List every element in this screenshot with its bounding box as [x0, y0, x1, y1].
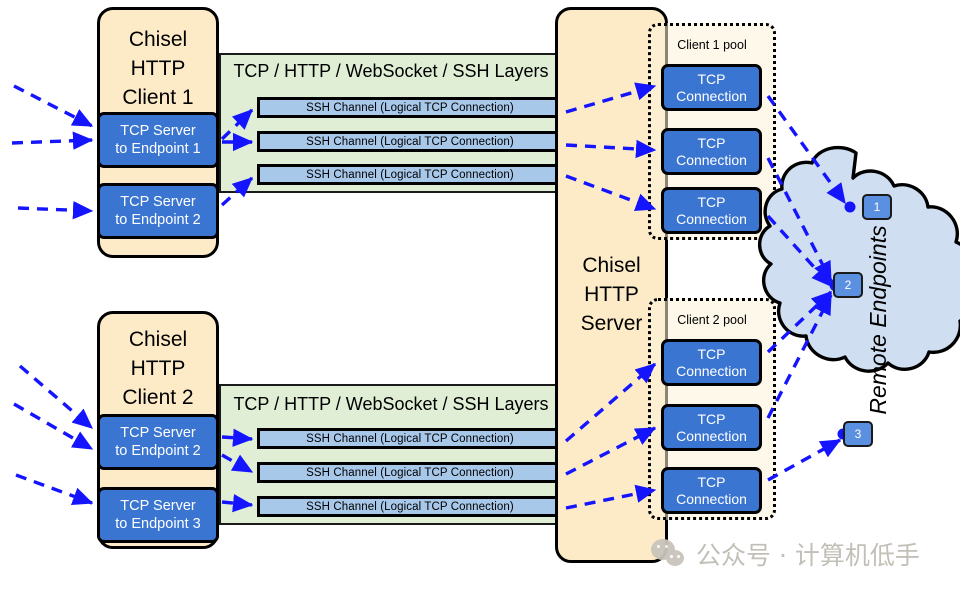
client-1-pool-tcp-connection-3[interactable]: TCP Connection	[661, 187, 762, 234]
client-2-title-line-2: HTTP	[130, 357, 186, 380]
tcp-server-line-1: TCP Server	[120, 123, 196, 139]
client-1-title-line-1: Chisel	[128, 28, 188, 51]
ssh-channel-label: SSH Channel (Logical TCP Connection)	[306, 168, 514, 181]
tcp-connection-line-1: TCP	[697, 70, 726, 87]
tcp-connection-line-2: Connection	[676, 427, 747, 444]
client-2-layer-title: TCP / HTTP / WebSocket / SSH Layers	[233, 394, 549, 414]
tcp-server-line-2: to Endpoint 2	[115, 443, 201, 459]
tcp-connection-line-2: Connection	[676, 210, 747, 227]
client-1-tcp-server-endpoint-1[interactable]: TCP Server to Endpoint 1	[97, 112, 219, 168]
arrow-pool2c3-to-endpoint3	[767, 438, 842, 482]
ssh-channel-label: SSH Channel (Logical TCP Connection)	[306, 466, 514, 479]
arrow-ssh1-to-pool1c1	[565, 82, 657, 114]
arrow-pool1c2-to-endpoint2	[766, 157, 833, 283]
server-title-line-2: HTTP	[584, 283, 639, 306]
tcp-server-line-2: to Endpoint 3	[115, 516, 201, 532]
tcp-connection-line-1: TCP	[697, 345, 726, 362]
remote-endpoint-2[interactable]: 2	[833, 272, 863, 298]
client-1-layer-title: TCP / HTTP / WebSocket / SSH Layers	[233, 61, 549, 81]
client-1-ssh-channel-3[interactable]: SSH Channel (Logical TCP Connection)	[257, 164, 563, 185]
arrow-inbound-c1-s1-b	[11, 131, 94, 150]
arrow-pool2c2-to-endpoint2	[766, 293, 833, 419]
arrow-inbound-c2-s2	[15, 473, 94, 506]
tcp-connection-line-2: Connection	[676, 490, 747, 507]
arrow-ssh3-to-pool2c3	[565, 484, 657, 510]
ssh-channel-label: SSH Channel (Logical TCP Connection)	[306, 135, 514, 148]
chisel-http-server-title: Chisel HTTP Server	[555, 251, 668, 338]
arrow-c1s1-to-ssh1	[220, 108, 254, 141]
ssh-channel-label: SSH Channel (Logical TCP Connection)	[306, 500, 514, 513]
ssh-channel-label: SSH Channel (Logical TCP Connection)	[306, 432, 514, 445]
client-1-ssh-channel-2[interactable]: SSH Channel (Logical TCP Connection)	[257, 131, 563, 152]
remote-endpoint-1[interactable]: 1	[862, 194, 892, 220]
client-1-title-line-3: Client 1	[122, 86, 194, 109]
arrow-inbound-c2-s1-b	[13, 402, 94, 451]
arrow-ssh1-to-pool2c1	[564, 362, 657, 443]
client-2-pool-tcp-connection-2[interactable]: TCP Connection	[661, 404, 762, 451]
remote-endpoints-cloud: Remote Endpoints	[757, 145, 960, 415]
tcp-server-line-1: TCP Server	[120, 498, 196, 514]
endpoint-1-anchor-dot	[844, 201, 856, 213]
tcp-server-line-1: TCP Server	[120, 425, 196, 441]
chisel-http-client-2-title: Chisel HTTP Client 2	[97, 325, 219, 412]
server-title-line-1: Chisel	[582, 254, 641, 277]
arrow-inbound-c1-s2	[17, 201, 94, 220]
tcp-connection-line-2: Connection	[676, 151, 747, 168]
client-2-pool-label: Client 2 pool	[677, 313, 747, 327]
endpoint-id: 1	[873, 200, 881, 214]
tcp-connection-line-2: Connection	[676, 87, 747, 104]
client-2-ssh-channel-2[interactable]: SSH Channel (Logical TCP Connection)	[257, 462, 563, 483]
arrow-ssh2-to-pool2c2	[565, 426, 657, 476]
tcp-connection-line-1: TCP	[697, 134, 726, 151]
client-1-pool-tcp-connection-1[interactable]: TCP Connection	[661, 64, 762, 111]
tcp-connection-line-1: TCP	[697, 193, 726, 210]
client-2-pool-tcp-connection-3[interactable]: TCP Connection	[661, 467, 762, 514]
client-1-pool-tcp-connection-2[interactable]: TCP Connection	[661, 128, 762, 175]
server-title-line-3: Server	[580, 312, 643, 335]
client-2-tcp-server-endpoint-3[interactable]: TCP Server to Endpoint 3	[97, 487, 219, 543]
arrow-ssh3-to-pool1c3	[565, 174, 657, 211]
arrow-c2s1-to-ssh2	[221, 453, 254, 474]
arrow-inbound-c1-s1-a	[13, 84, 94, 128]
tcp-server-line-2: to Endpoint 1	[115, 141, 201, 157]
arrow-pool1c3-to-endpoint2	[766, 214, 833, 288]
tcp-server-line-1: TCP Server	[120, 194, 196, 210]
tcp-connection-line-1: TCP	[697, 473, 726, 490]
tcp-server-line-2: to Endpoint 2	[115, 212, 201, 228]
client-2-tcp-server-endpoint-2[interactable]: TCP Server to Endpoint 2	[97, 414, 219, 470]
client-1-tcp-server-endpoint-2[interactable]: TCP Server to Endpoint 2	[97, 183, 219, 239]
watermark-text: 公众号 · 计算机低手	[696, 541, 920, 570]
endpoint-id: 3	[854, 427, 862, 441]
client-2-title-line-1: Chisel	[128, 328, 188, 351]
flow-arrows	[11, 82, 847, 513]
arrow-pool2c1-to-endpoint2	[766, 290, 833, 354]
arrow-c2s1-to-ssh1	[221, 428, 254, 447]
remote-endpoint-3[interactable]: 3	[843, 421, 873, 447]
watermark: 公众号 · 计算机低手	[651, 536, 920, 572]
wechat-icon	[651, 539, 685, 569]
cloud-label: Remote Endpoints	[865, 225, 891, 415]
chisel-http-client-1-title: Chisel HTTP Client 1	[97, 25, 219, 112]
arrow-pool1c1-to-endpoint1	[766, 95, 847, 205]
ssh-channel-label: SSH Channel (Logical TCP Connection)	[306, 101, 514, 114]
client-2-title-line-3: Client 2	[122, 386, 194, 409]
endpoint-id: 2	[844, 278, 852, 292]
arrow-c1s2-to-ssh3	[220, 176, 254, 207]
tcp-connection-line-1: TCP	[697, 410, 726, 427]
arrow-ssh2-to-pool1c2	[565, 139, 657, 159]
client-1-pool-label: Client 1 pool	[677, 38, 747, 52]
client-1-title-line-2: HTTP	[130, 57, 186, 80]
client-2-ssh-channel-3[interactable]: SSH Channel (Logical TCP Connection)	[257, 496, 563, 517]
arrow-inbound-c2-s1-a	[18, 364, 94, 430]
tcp-connection-line-2: Connection	[676, 362, 747, 379]
client-2-ssh-channel-1[interactable]: SSH Channel (Logical TCP Connection)	[257, 428, 563, 449]
client-2-pool-tcp-connection-1[interactable]: TCP Connection	[661, 339, 762, 386]
arrow-c2s2-to-ssh3	[221, 493, 254, 513]
